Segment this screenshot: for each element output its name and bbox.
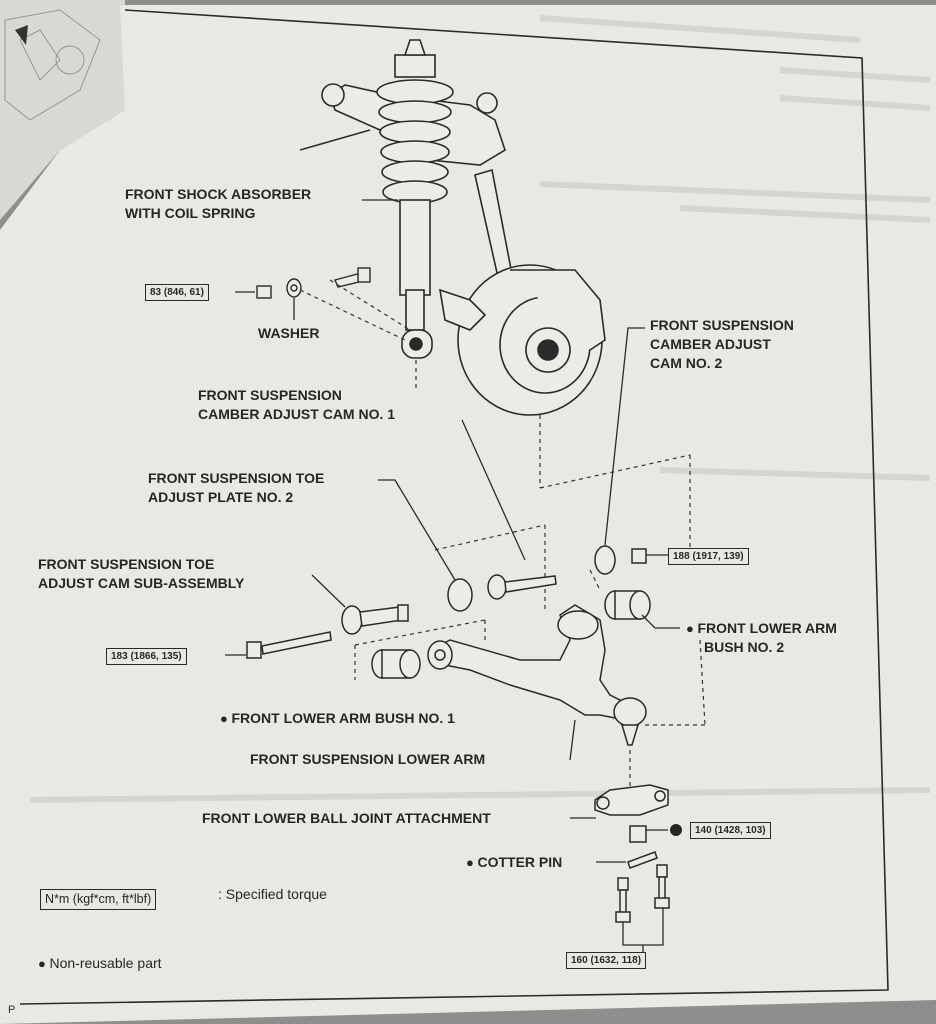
label-line: FRONT SHOCK ABSORBER <box>125 186 312 202</box>
label-line: BUSH NO. 2 <box>704 639 785 655</box>
label-line: ADJUST PLATE NO. 2 <box>148 489 294 505</box>
label-cotter-pin: COTTER PIN <box>466 853 562 872</box>
torque-box-140: 140 (1428, 103) <box>690 822 771 839</box>
torque-box-83: 83 (846, 61) <box>145 284 209 301</box>
paper-sheet <box>0 5 936 1024</box>
label-toe-adjust-plate-no2: FRONT SUSPENSION TOE ADJUST PLATE NO. 2 <box>148 469 324 507</box>
label-front-shock-absorber: FRONT SHOCK ABSORBER WITH COIL SPRING <box>125 185 311 223</box>
label-camber-adjust-cam-no1: FRONT SUSPENSION CAMBER ADJUST CAM NO. 1 <box>198 386 395 424</box>
legend-torque-text: : Specified torque <box>218 886 327 902</box>
label-washer: WASHER <box>258 325 320 341</box>
label-lower-arm-bush-no1: FRONT LOWER ARM BUSH NO. 1 <box>220 709 454 728</box>
label-ball-joint-attachment: FRONT LOWER BALL JOINT ATTACHMENT <box>202 810 491 826</box>
label-line: FRONT LOWER ARM <box>686 619 836 638</box>
torque-box-160: 160 (1632, 118) <box>566 952 647 969</box>
legend-non-reusable: Non-reusable part <box>38 954 161 973</box>
label-lower-arm-bush-no2: FRONT LOWER ARM BUSH NO. 2 <box>686 619 836 657</box>
page-marker: P <box>8 1004 16 1016</box>
torque-box-188: 188 (1917, 139) <box>668 548 749 565</box>
label-toe-adjust-cam-sub-assembly: FRONT SUSPENSION TOE ADJUST CAM SUB-ASSE… <box>38 555 244 593</box>
label-line: FRONT SUSPENSION TOE <box>38 556 215 572</box>
torque-box-183: 183 (1866, 135) <box>106 648 187 665</box>
label-camber-adjust-cam-no2: FRONT SUSPENSION CAMBER ADJUST CAM NO. 2 <box>650 316 794 373</box>
label-line: FRONT SUSPENSION <box>198 387 342 403</box>
label-line: CAMBER ADJUST CAM NO. 1 <box>198 406 396 422</box>
legend-torque-unit-box: N*m (kgf*cm, ft*lbf) <box>40 889 157 910</box>
label-line: WITH COIL SPRING <box>125 205 256 221</box>
label-line: CAMBER ADJUST <box>650 336 771 352</box>
label-line: CAM NO. 2 <box>650 355 723 371</box>
label-line: FRONT SUSPENSION <box>650 317 794 333</box>
label-line: ADJUST CAM SUB-ASSEMBLY <box>38 575 245 591</box>
label-line: FRONT SUSPENSION TOE <box>148 470 325 486</box>
label-suspension-lower-arm: FRONT SUSPENSION LOWER ARM <box>250 751 486 767</box>
